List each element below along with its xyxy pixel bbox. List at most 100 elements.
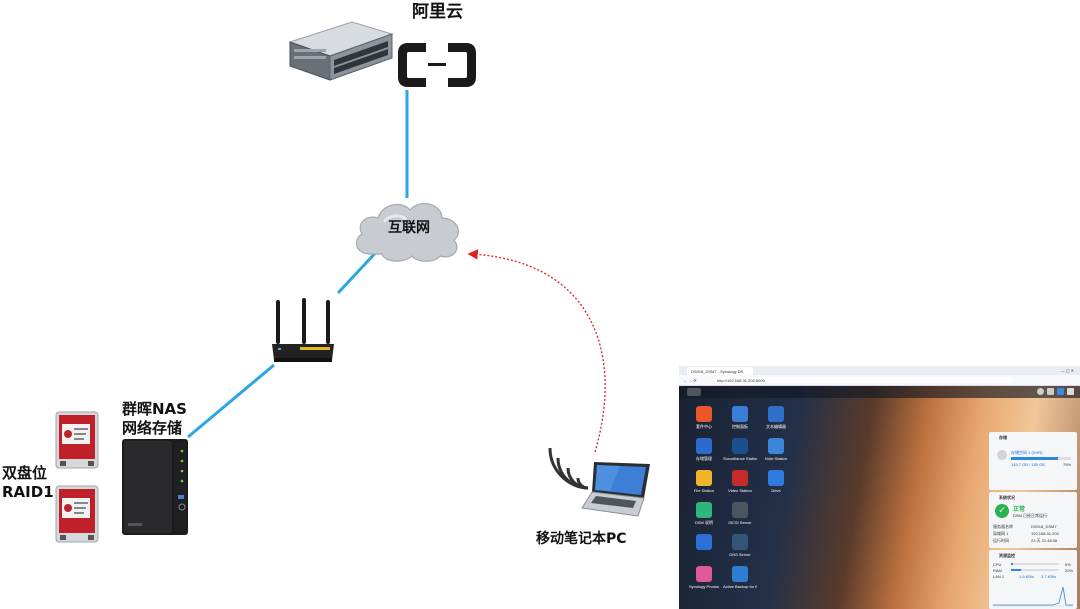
desktop-app-label: Surveillance Station — [723, 456, 757, 461]
browser-address-bar: ← → ⟳ http://192.168.31.200:5000 — [679, 375, 1080, 386]
main-menu-icon[interactable] — [687, 388, 701, 396]
laptop-label: 移动笔记本PC — [536, 531, 627, 547]
storage-widget: 存储 存储空间 1 (SHR) 145.7 GB / 185 GB 79% — [989, 432, 1077, 490]
storage-volume: 存储空间 1 (SHR) — [1011, 450, 1043, 455]
options-icon[interactable] — [1047, 388, 1054, 395]
drive-icon — [768, 470, 784, 486]
desktop-app-label: Drive — [771, 488, 781, 493]
desktop-app[interactable] — [687, 534, 721, 564]
health-widget-title: 系统状况 — [999, 495, 1015, 500]
iscsi-icon — [732, 502, 748, 518]
desktop-app[interactable]: Note Station — [759, 438, 793, 468]
desktop-app[interactable]: Surveillance Station — [723, 438, 757, 468]
desktop-app-label: Video Station — [728, 488, 752, 493]
health-info-key: 服务器名称 — [993, 524, 1013, 529]
health-info-key: 局域网 1 — [993, 531, 1009, 536]
storage-icon — [997, 450, 1007, 460]
cpu-label: CPU — [993, 562, 1002, 567]
storage-usage-fill — [1011, 457, 1059, 460]
hard-disk-2-icon — [55, 485, 99, 543]
cpu-bar — [1011, 563, 1059, 565]
photos-icon — [696, 534, 712, 550]
link-internet-to-router — [336, 246, 382, 295]
nas-label: 群晖NAS 网络存储 — [122, 400, 187, 437]
desktop-app-label: DNS Server — [729, 552, 751, 557]
help-icon — [696, 502, 712, 518]
note-icon — [768, 438, 784, 454]
camera-icon — [732, 438, 748, 454]
nas-device-icon — [122, 439, 188, 535]
network-graph — [993, 586, 1073, 607]
aliyun-logo-icon — [398, 43, 476, 87]
dsm-app-grid: 套件中心 控制面板 文本编辑器存储管理 Surveillance Station Not… — [687, 406, 797, 606]
internet-cloud-icon — [355, 202, 459, 262]
widgets-icon[interactable] — [1057, 388, 1064, 395]
dsm-taskbar — [679, 386, 1080, 398]
desktop-app[interactable]: File Station — [687, 470, 721, 500]
ram-fill — [1011, 569, 1021, 571]
desktop-app-label: File Station — [693, 488, 714, 493]
hard-disk-1-icon — [55, 411, 99, 469]
desktop-app[interactable]: iSCSI Server — [723, 502, 757, 532]
desktop-app[interactable]: Active Backup for Business — [723, 566, 757, 596]
net-down: 3.7 KB/s — [1041, 574, 1057, 579]
dns-icon — [732, 534, 748, 550]
disks-label: 双盘位 RAID1 — [2, 464, 54, 501]
desktop-app[interactable]: 存储管理 — [687, 438, 721, 468]
internet-label: 互联网 — [388, 220, 430, 236]
nav-buttons[interactable]: ← → ⟳ — [683, 378, 697, 383]
cpu-fill — [1011, 563, 1014, 565]
desktop-app-label: 文本编辑器 — [766, 424, 786, 429]
url-field[interactable]: http://192.168.31.200:5000 — [713, 377, 1013, 383]
desktop-app-label: 存储管理 — [696, 456, 712, 461]
package-icon — [696, 406, 712, 422]
browser-tab[interactable]: DS918_DSM7 - Synology DS — [687, 367, 753, 375]
desktop-app[interactable] — [759, 502, 793, 532]
desktop-app-label: iSCSI Server — [728, 520, 752, 525]
desktop-app-label: Active Backup for Business — [723, 584, 757, 589]
net-up: 1.8 KB/s — [1019, 574, 1035, 579]
desktop-app[interactable]: Video Station — [723, 470, 757, 500]
desktop-app[interactable]: 文本编辑器 — [759, 406, 793, 436]
browser-tab-bar: DS918_DSM7 - Synology DS — ▢ ✕ — [679, 366, 1080, 375]
desktop-app[interactable]: DSM 说明 — [687, 502, 721, 532]
blank-icon — [768, 566, 784, 582]
wifi-signal-icon — [548, 447, 589, 490]
tab-title: DS918_DSM7 - Synology DS — [691, 369, 744, 374]
laptop-icon — [581, 462, 650, 517]
desktop-app-label: DSM 说明 — [695, 520, 713, 525]
health-info-value: DS918_DSM7 — [1031, 524, 1057, 529]
taskbar-tray — [1016, 388, 1076, 396]
desktop-app-label: Note Station — [764, 456, 787, 461]
desktop-app[interactable] — [759, 566, 793, 596]
net-label: LAN 1 — [993, 574, 1005, 579]
storage-widget-title: 存储 — [999, 435, 1007, 440]
storage-usage-text: 145.7 GB / 185 GB — [1011, 462, 1045, 467]
dsm-screenshot: DS918_DSM7 - Synology DS — ▢ ✕ ← → ⟳ htt… — [679, 366, 1080, 609]
health-status: 正常 — [1013, 506, 1026, 513]
backup-icon — [732, 566, 748, 582]
server-rack-icon — [288, 21, 394, 81]
desktop-app[interactable]: 套件中心 — [687, 406, 721, 436]
desktop-app[interactable]: Drive — [759, 470, 793, 500]
desktop-app-label: 套件中心 — [696, 424, 712, 429]
text-editor-icon — [768, 406, 784, 422]
desktop-app[interactable]: 控制面板 — [723, 406, 757, 436]
ram-bar — [1011, 569, 1059, 571]
status-ok-icon: ✓ — [995, 504, 1009, 518]
resource-widget: 资源监控 CPU 5% RAM 20% LAN 1 1.8 KB/s 3.7 K… — [989, 550, 1077, 609]
desktop-app[interactable]: Synology Photos — [687, 566, 721, 596]
ram-label: RAM — [993, 568, 1002, 573]
blank-icon — [768, 502, 784, 518]
desktop-app-label: 控制面板 — [732, 424, 748, 429]
control-panel-icon — [732, 406, 748, 422]
search-icon[interactable] — [1067, 388, 1074, 395]
user-icon[interactable] — [1037, 388, 1044, 395]
desktop-app[interactable]: DNS Server — [723, 534, 757, 564]
window-controls[interactable]: — ▢ ✕ — [1060, 368, 1074, 373]
desktop-app[interactable] — [759, 534, 793, 564]
